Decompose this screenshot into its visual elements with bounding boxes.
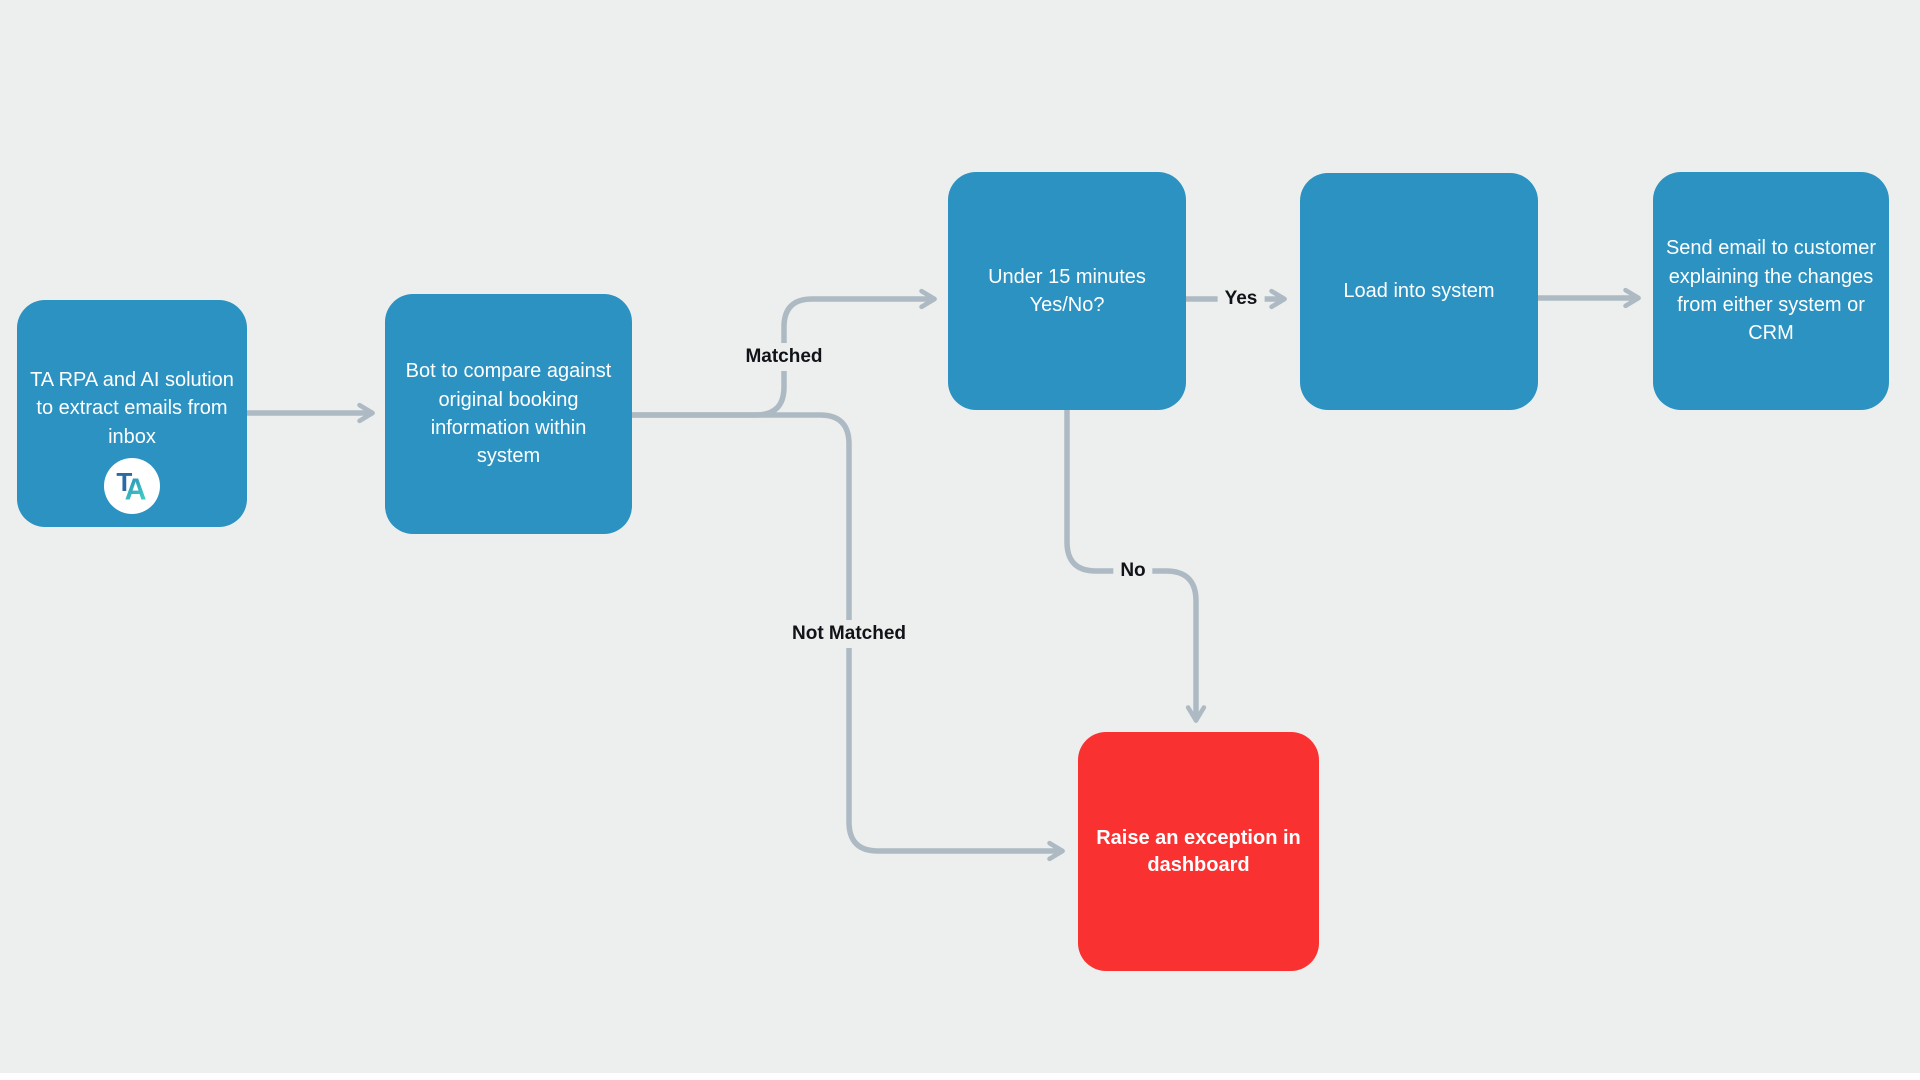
- node-under-15-minutes-text: Under 15 minutes Yes/No?: [988, 265, 1146, 316]
- node-extract-emails: TA RPA and AI solution to extract emails…: [17, 300, 247, 527]
- node-compare-booking-text: Bot to compare against original booking …: [405, 360, 612, 468]
- node-send-email-customer-text: Send email to customer explaining the ch…: [1665, 237, 1877, 345]
- node-under-15-minutes: Under 15 minutes Yes/No?: [948, 172, 1186, 410]
- node-raise-exception-text: Raise an exception in dashboard: [1096, 826, 1301, 876]
- edge-label-yes: Yes: [1217, 285, 1265, 313]
- node-load-into-system: Load into system: [1300, 173, 1538, 410]
- edge-label-matched: Matched: [738, 343, 830, 371]
- node-extract-emails-text: TA RPA and AI solution to extract emails…: [30, 368, 234, 448]
- ta-logo: T A: [104, 458, 160, 514]
- edge-label-no: No: [1113, 557, 1153, 585]
- logo-letter-t: T: [116, 467, 132, 497]
- edge-label-not-matched: Not Matched: [785, 620, 913, 648]
- logo-letter-a: A: [125, 474, 147, 507]
- ta-logo-monogram: T A: [116, 467, 147, 507]
- bottom-edge-strip: [0, 1073, 1920, 1080]
- node-raise-exception: Raise an exception in dashboard: [1078, 732, 1319, 971]
- node-load-into-system-text: Load into system: [1343, 280, 1495, 303]
- node-compare-booking: Bot to compare against original booking …: [385, 294, 632, 534]
- node-send-email-customer: Send email to customer explaining the ch…: [1653, 172, 1889, 410]
